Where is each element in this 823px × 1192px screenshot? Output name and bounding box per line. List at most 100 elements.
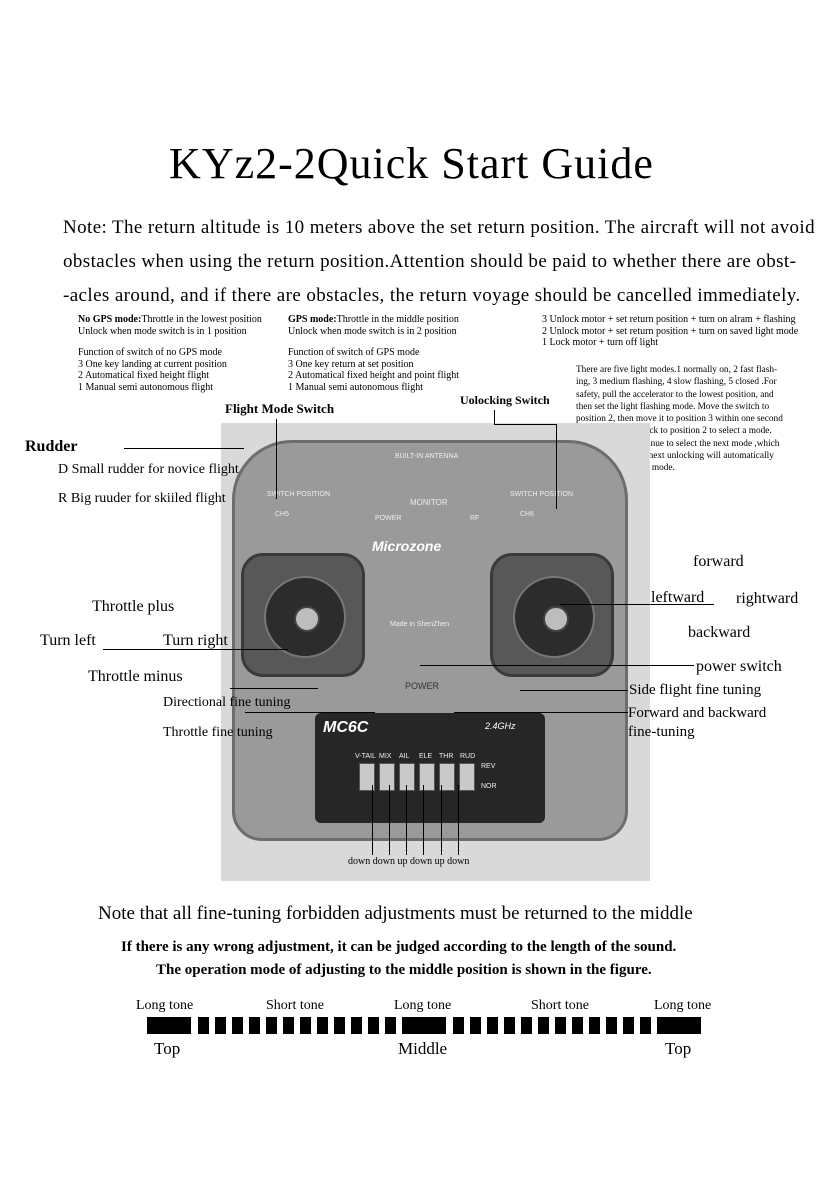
dip-switch-mix[interactable] [379,763,395,791]
unlock-list: 3 Unlock motor + set return position + t… [542,314,798,349]
light-text-line: then set the light flashing mode. Move t… [576,401,770,412]
short-tone-block [589,1017,600,1034]
ch6-label: CH6 [520,511,535,518]
antenna-label: BUILT-IN ANTENNA [395,453,459,460]
channel-label: MIX [379,753,392,760]
no-gps-item: 1 Manual semi autonomous flight [78,381,213,393]
leftward-label: leftward [651,589,705,606]
short-tone-block [606,1017,617,1034]
leader-line-unlock [494,410,495,425]
leader-line-directional [230,688,318,689]
gps-item: 3 One key return at set position [288,358,414,370]
short-tone-block [232,1017,243,1034]
leader-dip-5 [441,785,442,855]
short-tone-block [487,1017,498,1034]
gps-item: 1 Manual semi autonomous flight [288,381,423,393]
gps-block: GPS mode:Throttle in the middle position… [288,314,459,393]
short-tone-block [283,1017,294,1034]
throttle-minus-label: Throttle minus [88,668,183,685]
channel-label: RUD [460,753,476,760]
leader-line-unlock-h [494,424,556,425]
channel-label: THR [439,753,454,760]
fwd-back-label-2: fine-tuning [628,724,695,740]
leader-line-throttle-fine [245,712,375,713]
bottom-line-1: If there is any wrong adjustment, it can… [121,939,677,955]
short-tone-block [300,1017,311,1034]
gps-head-bold: GPS mode: [288,314,337,325]
gps-func-title: Function of switch of GPS mode [288,347,420,358]
nor-label: NOR [481,783,497,790]
short-tone-block [351,1017,362,1034]
page-title: KYz2-2Quick Start Guide [169,139,654,188]
no-gps-item: 3 One key landing at current position [78,358,227,370]
short-tone-block [334,1017,345,1034]
leader-line-side [520,690,628,691]
bottom-note: Note that all fine-tuning forbidden adju… [98,903,693,924]
unlock-item: 2 Unlock motor + set return position + t… [542,325,799,337]
leader-line-turn [103,649,288,650]
rev-label: REV [481,763,496,770]
left-stick-housing [241,553,365,677]
short-tone-block [266,1017,277,1034]
right-stick[interactable] [543,606,569,632]
ch5-label: CH5 [275,511,290,518]
channel-label: ELE [419,753,433,760]
short-tone-block [453,1017,464,1034]
short-tone-block [555,1017,566,1034]
note-line-3: -acles around, and if there are obstacle… [63,285,801,306]
short-tone-block [572,1017,583,1034]
short-tone-block [623,1017,634,1034]
dip-switch-vtail[interactable] [359,763,375,791]
no-gps-block: No GPS mode:Throttle in the lowest posit… [78,314,262,393]
short-tone-block [249,1017,260,1034]
right-stick-housing [490,553,614,677]
throttle-plus-label: Throttle plus [92,598,175,615]
no-gps-item: 2 Automatical fixed height flight [78,370,210,381]
tone-label: Long tone [394,998,452,1013]
note-line-2: obstacles when using the return position… [63,251,797,272]
unlocking-switch-label: Uolocking Switch [460,393,550,407]
short-tone-block [538,1017,549,1034]
dip-switch-ail[interactable] [399,763,415,791]
light-text-line: safety, pull the accelerator to the lowe… [576,389,774,400]
tone-label: Long tone [654,998,712,1013]
short-tone-block [640,1017,651,1034]
short-tone-block [521,1017,532,1034]
dip-switch-ele[interactable] [419,763,435,791]
dip-switch-thr[interactable] [439,763,455,791]
no-gps-head-bold: No GPS mode: [78,314,142,325]
fwd-back-label-1: Forward and backward [628,705,767,721]
short-tone-block [385,1017,396,1034]
directional-fine-label: Directional fine tuning [163,695,291,710]
tone-label: Short tone [266,998,324,1013]
long-tone-block [402,1017,446,1034]
light-text-line: forms cycling. The next unlocking will a… [576,451,774,462]
light-text-line: Move again to continue to select the nex… [576,438,780,449]
leader-line-fwd-back [454,712,628,713]
band-label: 2.4GHz [485,721,516,731]
no-gps-unlock: Unlock when mode switch is in 1 position [78,325,247,337]
leader-dip-3 [406,785,407,855]
rightward-label: rightward [736,590,799,607]
unlock-item: 3 Unlock motor + set return position + t… [542,314,796,325]
channel-label: V-TAIL [355,753,376,760]
dip-switch-rud[interactable] [459,763,475,791]
turn-left-label: Turn left [40,632,96,649]
leader-line-power [420,665,694,666]
light-text-line: position 2, then move it to position 3 w… [576,414,783,425]
flight-mode-switch-label: Flight Mode Switch [225,401,335,416]
left-stick[interactable] [294,606,320,632]
transmitter-body: BUILT-IN ANTENNA MONITOR POWER RF Microz… [232,440,628,841]
leader-dip-1 [372,785,373,855]
tone-label: Long tone [136,998,194,1013]
switch-position-right: SWITCH POSITION [510,491,573,498]
leader-line-rudder [124,448,244,449]
monitor-label: MONITOR [410,498,448,507]
position-label-middle: Middle [398,1039,448,1058]
leader-dip-4 [423,785,424,855]
short-tone-block [317,1017,328,1034]
position-label-top-left: Top [154,1039,181,1058]
light-text-line: ing, 3 medium flashing, 4 slow flashing,… [576,377,777,388]
turn-right-label: Turn right [163,632,228,649]
short-tone-block [504,1017,515,1034]
